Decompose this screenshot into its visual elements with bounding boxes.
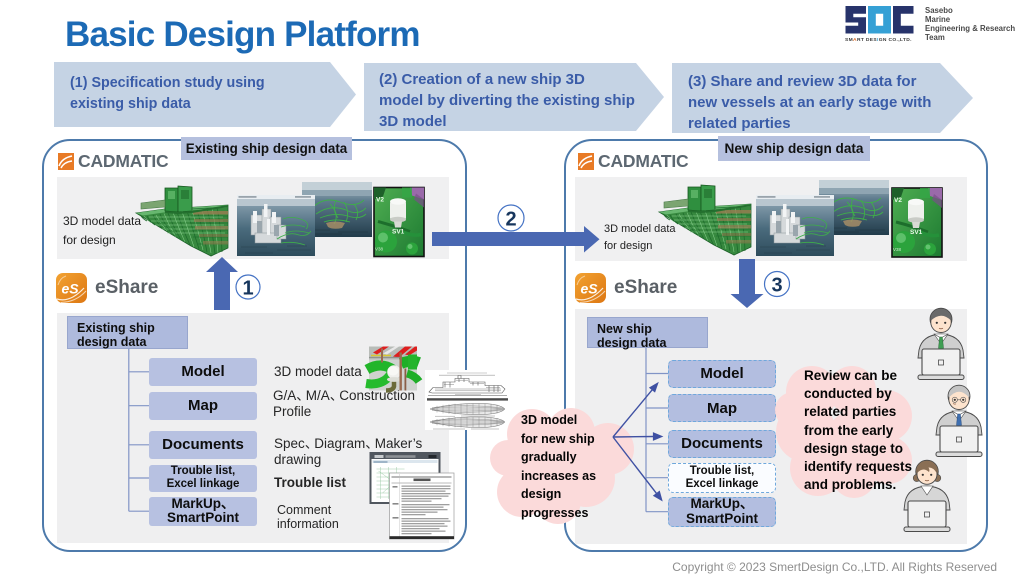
svg-text:1: 1 [242,278,253,300]
svg-text:CADMATIC: CADMATIC [598,153,689,171]
svg-text:2: 2 [505,209,516,231]
svg-text:3: 3 [771,275,782,297]
svg-text:Engineering & Research: Engineering & Research [925,24,1015,33]
svg-text:eS: eS [62,280,80,296]
svg-text:eS: eS [581,280,599,296]
svg-text:CADMATIC: CADMATIC [78,153,169,171]
svg-text:Sasebo: Sasebo [925,6,953,15]
svg-text:SMART DESIGN CO.,LTD.: SMART DESIGN CO.,LTD. [845,37,912,43]
svg-text:Marine: Marine [925,15,951,24]
svg-text:Team: Team [925,33,945,42]
